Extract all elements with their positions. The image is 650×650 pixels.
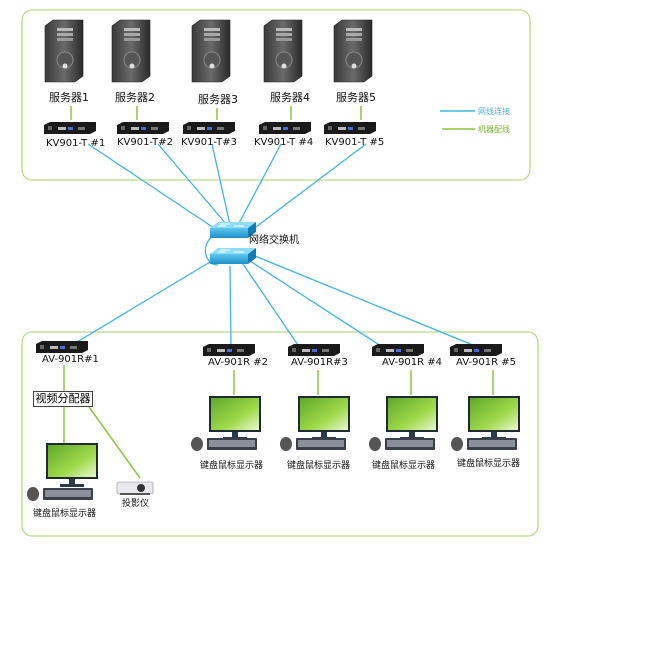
receiver-3-icon — [288, 344, 340, 356]
network-links — [71, 143, 486, 351]
receiver-4-icon — [372, 344, 424, 356]
receiver-2-icon — [203, 344, 255, 356]
station-1-label: 键盘鼠标显示器 — [33, 509, 97, 519]
receiver-5-label: AV-901R #5 — [456, 357, 517, 368]
server-4-icon — [263, 19, 303, 83]
link-rx4 — [249, 260, 385, 349]
server-4-label: 服务器4 — [270, 91, 310, 104]
server-2-label: 服务器2 — [115, 91, 155, 104]
receiver-2-label: AV-901R #2 — [208, 357, 269, 368]
station-5-label: 键盘鼠标显示器 — [457, 459, 521, 469]
switch-bottom-icon — [209, 247, 257, 265]
keyboard-mouse-3-icon — [280, 437, 346, 451]
switch-label: 网络交换机 — [249, 235, 299, 246]
servers-frame — [21, 9, 531, 181]
transmitter-4-label: KV901-T #4 — [254, 137, 314, 148]
projector-icon — [116, 481, 154, 495]
link-rx5 — [254, 255, 486, 351]
legend-network-label: 网线连接 — [478, 107, 510, 116]
link-tx1 — [87, 143, 215, 229]
legend-cable-label: 机器配线 — [478, 125, 510, 134]
receiver-3-label: AV-901R#3 — [291, 357, 348, 368]
server-1-icon — [44, 19, 84, 83]
keyboard-mouse-4-icon — [369, 437, 435, 451]
receiver-1-label: AV-901R#1 — [42, 354, 99, 365]
station-2-label: 键盘鼠标显示器 — [200, 461, 264, 471]
video-splitter-box: 视频分配器 — [33, 391, 93, 407]
keyboard-mouse-5-icon — [451, 437, 517, 451]
monitor-5-icon — [468, 396, 520, 440]
receiver-1-icon — [36, 341, 88, 353]
station-3-label: 键盘鼠标显示器 — [287, 461, 351, 471]
projector-label: 投影仪 — [122, 499, 150, 509]
link-tx2 — [157, 143, 228, 226]
server-5-label: 服务器5 — [336, 91, 376, 104]
receiver-5-icon — [450, 344, 502, 356]
cable-links — [63, 106, 494, 479]
keyboard-mouse-1-icon — [27, 487, 93, 501]
transmitter-3-icon — [183, 122, 235, 134]
server-2-icon — [111, 19, 151, 83]
monitor-1-icon — [46, 443, 98, 487]
link-tx4 — [237, 143, 282, 226]
station-4-label: 键盘鼠标显示器 — [372, 461, 436, 471]
transmitter-2-label: KV901-T#2 — [117, 137, 174, 148]
server-3-icon — [191, 19, 231, 83]
server-1-label: 服务器1 — [49, 91, 89, 104]
transmitter-1-icon — [44, 122, 96, 134]
transmitter-5-label: KV901-T #5 — [325, 137, 385, 148]
transmitter-5-icon — [324, 122, 376, 134]
transmitter-3-label: KV901-T#3 — [181, 137, 238, 148]
transmitter-4-icon — [259, 122, 311, 134]
transmitter-1-label: KV901-T #1 — [46, 138, 106, 149]
link-rx1 — [71, 261, 211, 346]
link-rx2 — [229, 265, 232, 349]
transmitter-2-icon — [117, 122, 169, 134]
link-tx5 — [251, 143, 367, 231]
monitor-2-icon — [209, 396, 261, 440]
link-tx3 — [211, 143, 231, 226]
keyboard-mouse-2-icon — [191, 437, 257, 451]
receivers-frame — [21, 331, 539, 537]
monitor-3-icon — [298, 396, 350, 440]
monitor-4-icon — [386, 396, 438, 440]
link-rx3 — [242, 263, 301, 349]
server-5-icon — [333, 19, 373, 83]
switch-uplink — [204, 235, 219, 266]
receiver-4-label: AV-901R #4 — [382, 357, 443, 368]
server-3-label: 服务器3 — [198, 93, 238, 106]
